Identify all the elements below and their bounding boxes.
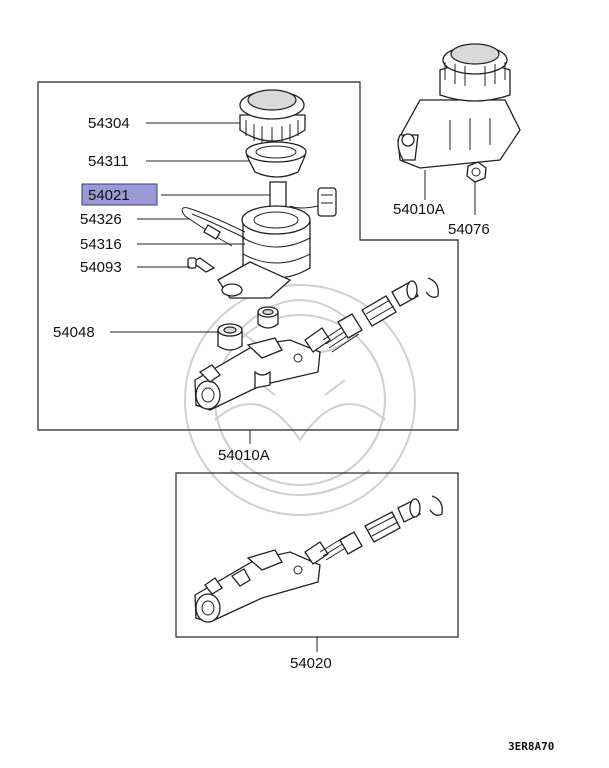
assembly-frame: [37, 81, 459, 431]
label-54304[interactable]: 54304: [88, 115, 130, 132]
label-54326[interactable]: 54326: [80, 211, 122, 228]
label-54311[interactable]: 54311: [88, 153, 129, 170]
label-54093[interactable]: 54093: [80, 259, 122, 276]
label-54076[interactable]: 54076: [448, 221, 490, 238]
label-54048[interactable]: 54048: [53, 324, 95, 341]
highlight-box: [81, 183, 158, 206]
watermark-emblem: [184, 284, 416, 516]
label-54010a-top[interactable]: 54010A: [393, 201, 445, 218]
diaphragm-icon: [245, 141, 307, 178]
bolt-icon: [187, 257, 216, 273]
label-54020[interactable]: 54020: [290, 655, 332, 672]
label-54010a-box[interactable]: 54010A: [218, 447, 270, 464]
label-54021[interactable]: 54021: [88, 187, 130, 204]
repair-kit-pistons-icon: [304, 495, 443, 565]
reservoir-cap-icon: [239, 89, 306, 145]
repair-kit-body-icon: [194, 549, 321, 623]
fluid-level-sensor-icon: [269, 181, 337, 217]
master-cylinder-small-view: [397, 43, 521, 169]
grommet-icon: [217, 306, 279, 351]
hose-icon: [181, 207, 246, 247]
reservoir-tank-icon: [217, 205, 311, 299]
label-54316[interactable]: 54316: [80, 236, 122, 253]
diagram-code: 3ER8A70: [508, 740, 554, 753]
nut-54076-icon: [466, 161, 487, 183]
cylinder-body-icon: [194, 337, 321, 411]
piston-spring-set-icon: [304, 277, 439, 353]
